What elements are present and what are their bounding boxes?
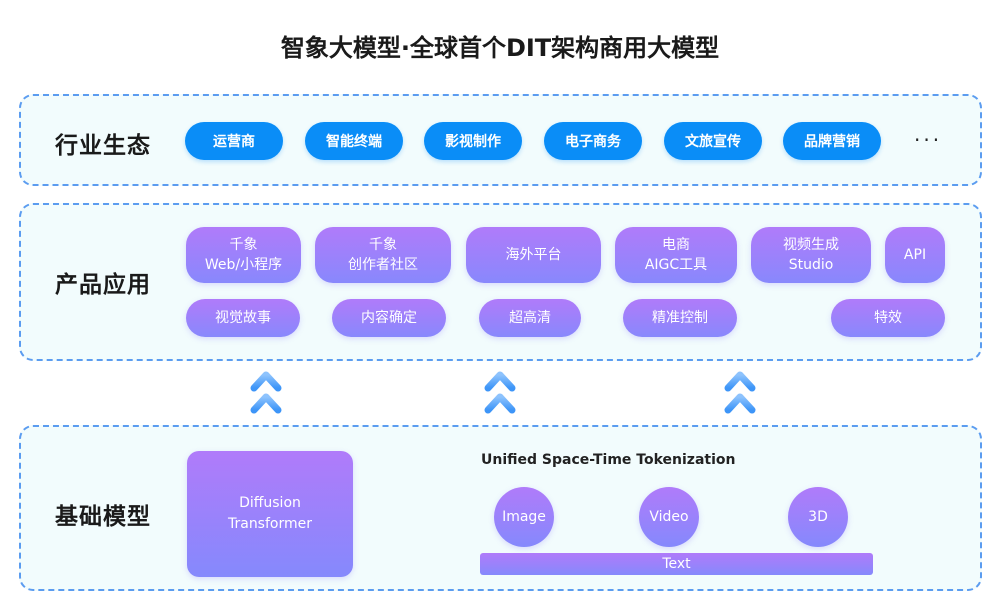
- base-model-layer: 基础模型 Diffusion Transformer Unified Space…: [19, 425, 982, 591]
- industry-pill[interactable]: 影视制作: [424, 122, 522, 160]
- token-circle-video[interactable]: Video: [639, 487, 699, 547]
- product-pill-line1: 电商: [662, 237, 690, 253]
- token-circle-image[interactable]: Image: [494, 487, 554, 547]
- product-layer: 产品应用 千象 Web/小程序 千象创作者社区 海外平台 电商 AIGC工具 视频生…: [19, 203, 982, 361]
- product-pill[interactable]: 千象创作者社区: [315, 227, 451, 283]
- industry-pill[interactable]: 品牌营销: [783, 122, 881, 160]
- product-feature-pill[interactable]: 内容确定: [332, 299, 446, 337]
- product-pill-line2: 创作者社区: [348, 257, 418, 273]
- double-chevron-up-icon: [484, 371, 516, 414]
- product-feature-pill[interactable]: 超高清: [479, 299, 581, 337]
- product-pill-line2: AIGC工具: [644, 257, 708, 273]
- product-feature-pill[interactable]: 视觉故事: [186, 299, 300, 337]
- double-chevron-up-icon: [724, 371, 756, 414]
- core-model-line2: Transformer: [227, 516, 312, 532]
- token-circle-3d[interactable]: 3D: [788, 487, 848, 547]
- tokenization-title: Unified Space-Time Tokenization: [481, 452, 736, 468]
- product-feature-pill[interactable]: 特效: [831, 299, 945, 337]
- industry-pill[interactable]: 电子商务: [544, 122, 642, 160]
- core-model-line1: Diffusion: [239, 495, 301, 511]
- double-chevron-up-icon: [250, 371, 282, 414]
- industry-layer: 行业生态 运营商 智能终端 影视制作 电子商务 文旅宣传 品牌营销 ···: [19, 94, 982, 186]
- product-pill[interactable]: API: [885, 227, 945, 283]
- product-pill-line1: 千象: [369, 237, 397, 253]
- industry-layer-label: 行业生态: [55, 133, 151, 159]
- product-pill[interactable]: 视频生成 Studio: [751, 227, 871, 283]
- product-pill-line2: Studio: [788, 257, 834, 273]
- base-model-layer-label: 基础模型: [55, 504, 151, 530]
- product-pill-line1: 视频生成: [783, 237, 839, 253]
- text-token-bar[interactable]: Text: [480, 553, 873, 575]
- product-pill-line1: 千象: [229, 237, 258, 253]
- product-pill[interactable]: 千象 Web/小程序: [186, 227, 301, 283]
- product-pill-line2: Web/小程序: [204, 257, 283, 273]
- more-ellipsis: ···: [914, 128, 943, 152]
- diagram-title: 智象大模型·全球首个DIT架构商用大模型: [280, 34, 720, 62]
- product-pill[interactable]: 电商 AIGC工具: [615, 227, 737, 283]
- product-layer-label: 产品应用: [55, 272, 151, 298]
- industry-pill[interactable]: 智能终端: [305, 122, 403, 160]
- industry-pill[interactable]: 运营商: [185, 122, 283, 160]
- diffusion-transformer-block[interactable]: Diffusion Transformer: [187, 451, 353, 577]
- industry-pill[interactable]: 文旅宣传: [664, 122, 762, 160]
- product-pill-line1: API: [903, 247, 927, 263]
- product-feature-pill[interactable]: 精准控制: [623, 299, 737, 337]
- product-pill-line1: 海外平台: [505, 247, 562, 263]
- product-pill[interactable]: 海外平台: [466, 227, 601, 283]
